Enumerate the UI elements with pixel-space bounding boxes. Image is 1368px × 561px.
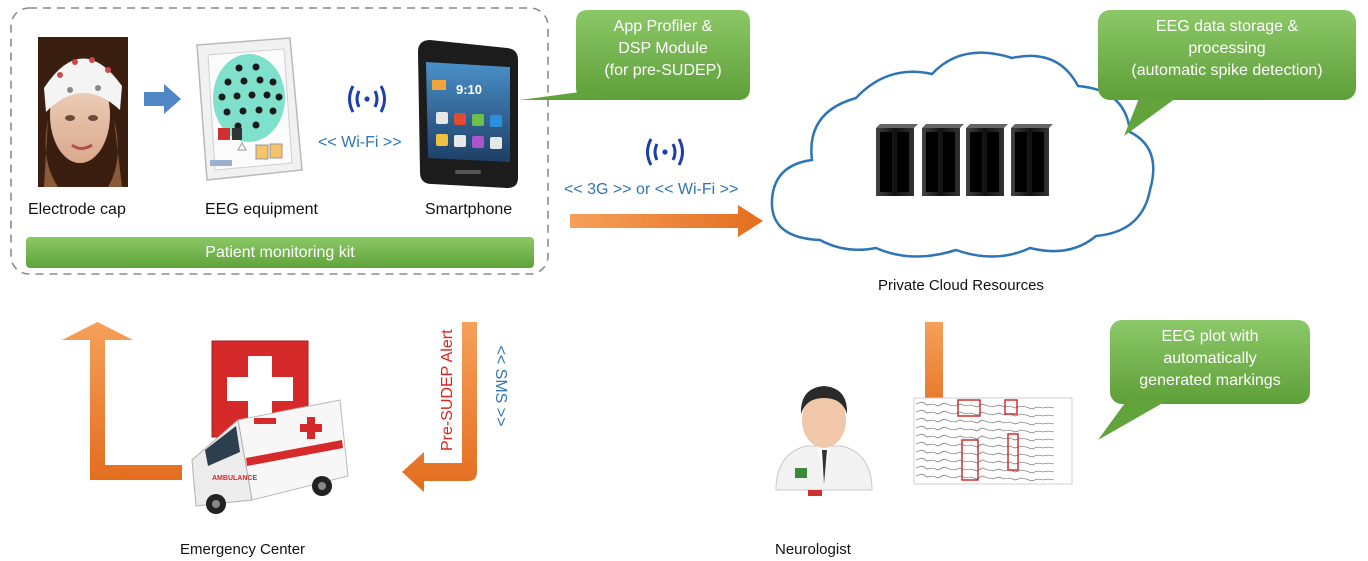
eeg-equipment-label: EEG equipment — [205, 201, 318, 218]
uplink-label: << 3G >> or << Wi-Fi >> — [564, 181, 739, 198]
callout-plot-bubble — [1098, 320, 1310, 440]
electrode-cap-label: Electrode cap — [28, 201, 126, 218]
wifi-local-icon — [348, 85, 386, 113]
callout-cloud-text: EEG data storage & processing (automatic… — [1098, 16, 1356, 82]
wifi-uplink-icon — [646, 138, 684, 166]
eeg-marking — [957, 399, 1019, 481]
ambulance-icon: AMBULANCE — [191, 399, 349, 514]
sms-label: << SMS >> — [492, 345, 509, 427]
callout-cloud-line: processing — [1188, 40, 1266, 57]
cloud-label: Private Cloud Resources — [878, 277, 1044, 294]
callout-plot-line: automatically — [1163, 350, 1257, 367]
callout-plot-line: generated markings — [1139, 372, 1281, 389]
callout-phone-bubble — [520, 10, 750, 100]
emergency-to-kit-arrow — [62, 322, 182, 480]
electrode-cap-image — [38, 37, 128, 187]
neurologist-label: Neurologist — [775, 541, 851, 558]
callout-cloud-line: EEG data storage & — [1155, 18, 1299, 35]
kit-frame — [10, 7, 549, 275]
uplink-arrow — [570, 205, 763, 237]
callout-phone-line: DSP Module — [618, 40, 708, 57]
pre-sudep-alert-label: Pre-SUDEP Alert — [439, 329, 456, 451]
callout-cloud-bubble — [1098, 10, 1356, 136]
smartphone-label: Smartphone — [425, 201, 513, 218]
wifi-local-label: << Wi-Fi >> — [318, 134, 402, 151]
eeg-plot-image — [913, 397, 1073, 485]
callout-phone-line: (for pre-SUDEP) — [604, 62, 722, 79]
emergency-center-label: Emergency Center — [180, 541, 306, 558]
cloud-to-plot-arrow — [914, 322, 954, 425]
callout-plot-text: EEG plot with automatically generated ma… — [1110, 326, 1310, 392]
server-rack-icon — [876, 124, 1053, 196]
cap-to-eeg-arrow — [144, 84, 181, 114]
patient-monitoring-kit-bar: Patient monitoring kit — [26, 237, 534, 268]
callout-phone-text: App Profiler & DSP Module (for pre-SUDEP… — [576, 16, 750, 82]
smartphone-image: 9:10 — [418, 40, 518, 188]
neurologist-icon — [775, 386, 873, 496]
callout-cloud-line: (automatic spike detection) — [1131, 62, 1323, 79]
phone-clock: 9:10 — [456, 82, 482, 97]
ambulance-lettering: AMBULANCE — [212, 475, 257, 482]
alert-arrow — [402, 322, 477, 492]
cloud-shape — [770, 51, 1155, 258]
callout-plot-line: EEG plot with — [1161, 328, 1259, 345]
callout-phone-line: App Profiler & — [613, 18, 713, 35]
eeg-equipment-image — [196, 37, 303, 181]
